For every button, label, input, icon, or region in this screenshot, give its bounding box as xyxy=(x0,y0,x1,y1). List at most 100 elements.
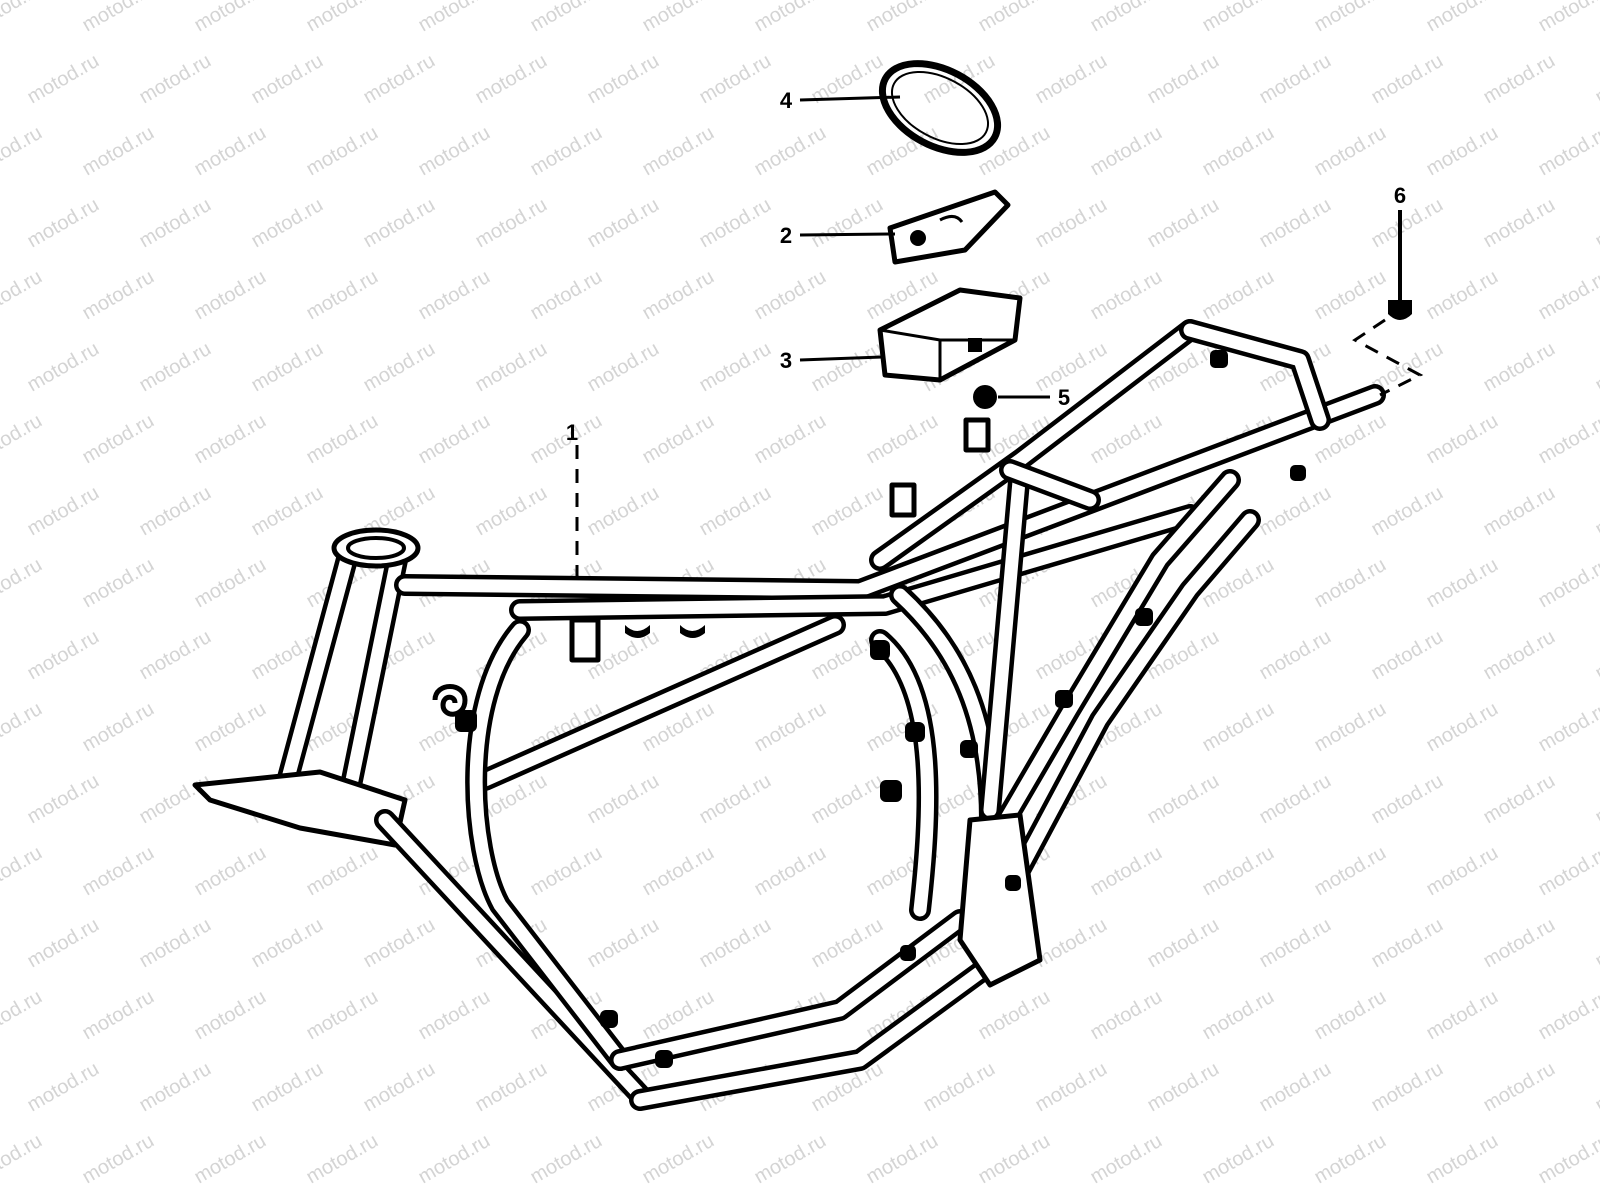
leader-4 xyxy=(799,95,901,102)
watermark-text: motod.ru xyxy=(191,986,270,1045)
watermark-text: motod.ru xyxy=(1423,842,1502,901)
watermark-text: motod.ru xyxy=(1087,266,1166,325)
motorcycle-frame xyxy=(192,319,1386,1111)
watermark-text: motod.ru xyxy=(639,122,718,181)
watermark-text: motod.ru xyxy=(1480,482,1559,541)
watermark-text: motod.ru xyxy=(472,50,551,109)
watermark-text: motod.ru xyxy=(303,1130,382,1189)
watermark-text: motod.ru xyxy=(975,1130,1054,1189)
watermark-text: motod.ru xyxy=(584,482,663,541)
watermark-text: motod.ru xyxy=(0,1130,46,1189)
watermark-text: motod.ru xyxy=(1032,194,1111,253)
watermark-text: motod.ru xyxy=(1535,986,1600,1045)
watermark-text: motod.ru xyxy=(1592,1058,1600,1117)
watermark-text: motod.ru xyxy=(79,554,158,613)
watermark-text: motod.ru xyxy=(1592,194,1600,253)
watermark-text: motod.ru xyxy=(191,698,270,757)
watermark-text: motod.ru xyxy=(415,410,494,469)
watermark-text: motod.ru xyxy=(1087,410,1166,469)
watermark-text: motod.ru xyxy=(1199,266,1278,325)
watermark-text: motod.ru xyxy=(1535,122,1600,181)
watermark-text: motod.ru xyxy=(0,842,46,901)
watermark-text: motod.ru xyxy=(639,410,718,469)
watermark-text: motod.ru xyxy=(1256,482,1335,541)
watermark-text: motod.ru xyxy=(191,410,270,469)
watermark-text: motod.ru xyxy=(751,266,830,325)
watermark-text: motod.ru xyxy=(527,0,606,36)
watermark-text: motod.ru xyxy=(808,194,887,253)
watermark-text: motod.ru xyxy=(527,842,606,901)
watermark-text: motod.ru xyxy=(1480,1058,1559,1117)
callout-1: 1 xyxy=(566,420,578,445)
cushion-part xyxy=(877,287,1023,383)
watermark-text: motod.ru xyxy=(303,0,382,36)
watermark-text: motod.ru xyxy=(1368,626,1447,685)
watermark-text: motod.ru xyxy=(24,338,103,397)
watermark-text: motod.ru xyxy=(808,338,887,397)
watermark-text: motod.ru xyxy=(472,338,551,397)
watermark-text: motod.ru xyxy=(0,122,46,181)
watermark-text: motod.ru xyxy=(1480,50,1559,109)
watermark-text: motod.ru xyxy=(191,1130,270,1189)
watermark-text: motod.ru xyxy=(136,194,215,253)
watermark-text: motod.ru xyxy=(863,0,942,36)
watermark-text: motod.ru xyxy=(1368,50,1447,109)
watermark-text: motod.ru xyxy=(1032,1058,1111,1117)
watermark-text: motod.ru xyxy=(1032,50,1111,109)
watermark-text: motod.ru xyxy=(1199,1130,1278,1189)
watermark-text: motod.ru xyxy=(1311,986,1390,1045)
watermark-text: motod.ru xyxy=(1311,0,1390,36)
watermark-text: motod.ru xyxy=(527,122,606,181)
grommet-part xyxy=(973,385,997,409)
watermark-text: motod.ru xyxy=(1256,50,1335,109)
callout-3: 3 xyxy=(780,348,792,373)
watermark-text: motod.ru xyxy=(136,1058,215,1117)
watermark-text: motod.ru xyxy=(1199,122,1278,181)
watermark-text: motod.ru xyxy=(191,554,270,613)
watermark-text: motod.ru xyxy=(136,482,215,541)
watermark-text: motod.ru xyxy=(136,338,215,397)
watermark-text: motod.ru xyxy=(248,338,327,397)
watermark-text: motod.ru xyxy=(360,914,439,973)
watermark-text: motod.ru xyxy=(1368,914,1447,973)
mount-tab-1 xyxy=(569,617,601,663)
watermark-text: motod.ru xyxy=(24,50,103,109)
watermark-text: motod.ru xyxy=(1256,626,1335,685)
watermark-text: motod.ru xyxy=(248,482,327,541)
watermark-text: motod.ru xyxy=(975,986,1054,1045)
watermark-text: motod.ru xyxy=(1423,410,1502,469)
watermark-text: motod.ru xyxy=(1144,770,1223,829)
watermark-text: motod.ru xyxy=(0,986,46,1045)
watermark-text: motod.ru xyxy=(1368,1058,1447,1117)
watermark-text: motod.ru xyxy=(696,770,775,829)
watermark-text: motod.ru xyxy=(751,0,830,36)
watermark-text: motod.ru xyxy=(751,842,830,901)
bottom-rail-inner xyxy=(609,909,971,1071)
watermark-text: motod.ru xyxy=(1535,410,1600,469)
watermark-text: motod.ru xyxy=(79,122,158,181)
watermark-text: motod.ru xyxy=(584,50,663,109)
watermark-text: motod.ru xyxy=(472,482,551,541)
watermark-text: motod.ru xyxy=(1256,1058,1335,1117)
watermark-text: motod.ru xyxy=(0,410,46,469)
watermark-text: motod.ru xyxy=(808,770,887,829)
ring-part xyxy=(878,60,1002,156)
watermark-text: motod.ru xyxy=(527,266,606,325)
watermark-text: motod.ru xyxy=(639,0,718,36)
watermark-text: motod.ru xyxy=(1311,842,1390,901)
watermark-text: motod.ru xyxy=(1480,626,1559,685)
watermark-text: motod.ru xyxy=(1087,122,1166,181)
watermark-text: motod.ru xyxy=(863,410,942,469)
watermark-text: motod.ru xyxy=(1480,770,1559,829)
watermark-text: motod.ru xyxy=(24,194,103,253)
watermark-text: motod.ru xyxy=(1535,842,1600,901)
watermark-text: motod.ru xyxy=(136,770,215,829)
watermark-text: motod.ru xyxy=(584,194,663,253)
watermark-text: motod.ru xyxy=(1480,338,1559,397)
watermark-text: motod.ru xyxy=(360,194,439,253)
watermark-text: motod.ru xyxy=(0,554,46,613)
watermark-text: motod.ru xyxy=(751,410,830,469)
watermark-text: motod.ru xyxy=(1199,842,1278,901)
watermark-text: motod.ru xyxy=(639,842,718,901)
